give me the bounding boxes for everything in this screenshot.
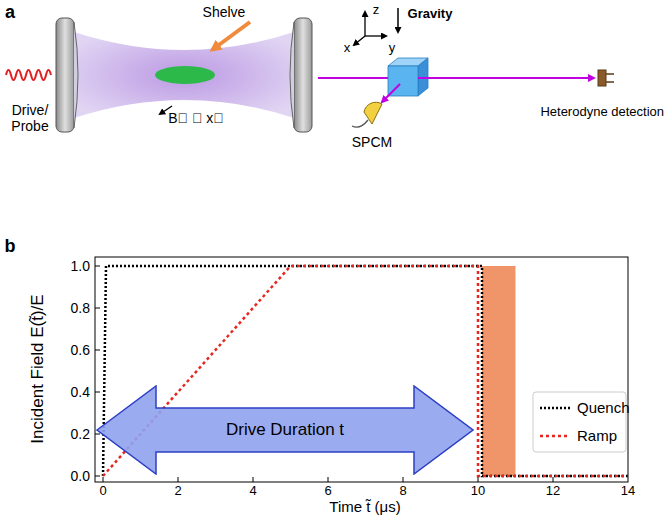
legend-text: Quench [577, 399, 630, 416]
plot-frame [95, 257, 628, 482]
photodiode [598, 70, 606, 86]
tick-label: 1.0 [71, 258, 90, 274]
tick-label: 0 [99, 484, 106, 499]
left-mirror-face [74, 22, 78, 128]
heterodyne-beam [418, 77, 594, 79]
panel-letter: b [5, 236, 16, 257]
gravity-label: Gravity [408, 7, 453, 22]
output-beam [318, 77, 388, 79]
axis-title: Incident Field E(t̃)/E [28, 294, 48, 443]
node-text: Drive Duration t [226, 420, 344, 440]
detector-label: SPCM [352, 134, 392, 150]
atom-cloud [155, 66, 215, 84]
tick-label: 0.0 [71, 468, 90, 484]
spcm-beam [382, 84, 400, 102]
legend-text: Ramp [577, 427, 617, 444]
legend-sample-ramp [540, 435, 570, 438]
panel-letter: a [5, 2, 15, 23]
shelve-beam [212, 22, 250, 50]
axis-name: y [389, 41, 396, 56]
gravity-arrow [397, 8, 399, 32]
axis-y [365, 35, 386, 36]
tick-label: 0.2 [71, 426, 90, 442]
tick-label: 14 [621, 484, 635, 499]
tick-label: 12 [546, 484, 560, 499]
tick-label: 8 [399, 484, 406, 499]
tick-label: 0.4 [71, 384, 90, 400]
tick-label: 10 [471, 484, 485, 499]
tick-marks [95, 266, 553, 482]
duration-arrow: Drive Duration t [96, 385, 474, 475]
spcm-fiber [352, 120, 368, 127]
source-label: Drive/ Probe [4, 102, 56, 134]
axis-name: x [344, 41, 351, 56]
photodiode-pin [606, 73, 614, 75]
cavity-mode [74, 32, 294, 118]
axis-x [354, 36, 365, 45]
double-arrow-outline [97, 386, 473, 474]
drive-pulse-shelve [482, 266, 516, 476]
axis-title: Time t̃ (μs) [329, 498, 400, 515]
tick-label: 2 [174, 484, 181, 499]
right-mirror [294, 18, 312, 132]
tick-label: 4 [249, 484, 256, 499]
tick-label: 0.6 [71, 342, 90, 358]
right-mirror-face [290, 22, 294, 128]
detector-label: Heterodyne detection [540, 105, 664, 120]
photodiode-pin [606, 81, 614, 83]
axis-name: z [373, 3, 380, 18]
field-label: B⃗ ∥ x⃗ [168, 110, 224, 126]
legend-sample-quench [540, 407, 570, 410]
drive-wave [6, 70, 51, 80]
left-mirror [56, 18, 74, 132]
beam-label: Shelve [203, 4, 246, 20]
axis-z [364, 12, 365, 36]
tick-label: 6 [324, 484, 331, 499]
tick-label: 0.8 [71, 300, 90, 316]
